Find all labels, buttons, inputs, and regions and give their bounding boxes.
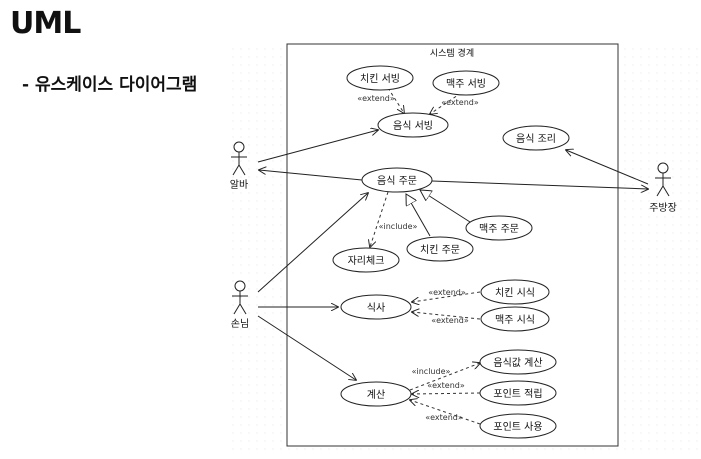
usecase-price-calc-label: 음식값 계산 bbox=[493, 357, 542, 369]
usecase-beer-serve bbox=[432, 70, 500, 96]
system-boundary-label: 시스템 경계 bbox=[430, 47, 474, 59]
assoc-order-alba bbox=[259, 170, 363, 181]
usecase-food-serve-label: 음식 서빙 bbox=[393, 120, 433, 132]
dep-pay-include bbox=[409, 363, 480, 391]
extend-label-chicken-eat: «extend» bbox=[428, 288, 466, 297]
usecase-chicken-serve bbox=[346, 65, 414, 91]
assoc-alba-food-serve bbox=[257, 130, 378, 163]
extend-label-beer-eat: «extend» bbox=[431, 316, 469, 325]
dep-beer-serve-extend bbox=[430, 92, 462, 114]
actor-alba-label: 알바 bbox=[230, 179, 248, 191]
usecase-food-serve bbox=[377, 112, 449, 138]
include-label-seat-check: «include» bbox=[379, 222, 418, 231]
dep-order-include bbox=[370, 191, 389, 247]
associations bbox=[257, 130, 649, 380]
usecase-cook bbox=[502, 125, 570, 151]
dependencies bbox=[370, 87, 481, 425]
usecase-beer-eat-label: 맥주 시식 bbox=[495, 314, 535, 326]
use-cases bbox=[332, 65, 570, 439]
usecase-point-save-label: 포인트 적립 bbox=[493, 387, 542, 400]
actor-guest bbox=[232, 280, 248, 315]
usecase-point-use-label: 포인트 사용 bbox=[493, 421, 542, 433]
include-label-price-calc: «include» bbox=[412, 367, 451, 376]
usecase-price-calc bbox=[479, 349, 557, 375]
actor-alba bbox=[231, 141, 247, 176]
page-title: UML bbox=[10, 6, 81, 41]
usecase-seat-check bbox=[332, 247, 400, 273]
actor-guest-label: 손님 bbox=[231, 318, 249, 330]
usecase-chicken-order-label: 치킨 주문 bbox=[420, 244, 460, 256]
dep-point-use-extend bbox=[410, 400, 481, 425]
usecase-pay bbox=[340, 381, 412, 407]
assoc-kitchen-cook bbox=[566, 150, 649, 185]
dep-beer-eat-extend bbox=[412, 312, 481, 320]
usecase-beer-serve-label: 맥주 서빙 bbox=[446, 78, 486, 90]
extend-label-point-use: «extend» bbox=[425, 413, 463, 422]
actor-kitchen-label: 주방장 bbox=[649, 202, 677, 214]
gen-chicken-order bbox=[406, 194, 431, 237]
assoc-order-kitchen bbox=[431, 180, 648, 189]
usecase-pay-label: 계산 bbox=[367, 389, 385, 401]
usecase-chicken-serve-label: 치킨 서빙 bbox=[360, 73, 400, 85]
usecase-beer-order bbox=[465, 215, 533, 241]
usecase-beer-eat bbox=[480, 306, 550, 332]
usecase-meal-label: 식사 bbox=[367, 302, 385, 314]
extend-label-chicken-serve: «extend» bbox=[357, 94, 395, 103]
extend-label-point-save: «extend» bbox=[427, 381, 465, 390]
usecase-point-save bbox=[479, 380, 557, 406]
usecase-seat-check-label: 자리체크 bbox=[348, 255, 385, 267]
generalizations bbox=[406, 190, 471, 237]
usecase-point-use bbox=[479, 413, 557, 439]
usecase-order bbox=[361, 167, 433, 193]
usecase-cook-label: 음식 조리 bbox=[516, 133, 556, 145]
assoc-guest-order bbox=[257, 193, 368, 293]
usecase-beer-order-label: 맥주 주문 bbox=[479, 223, 519, 235]
assoc-guest-pay bbox=[257, 315, 356, 380]
usecase-order-label: 음식 주문 bbox=[377, 175, 417, 187]
extend-label-beer-serve: «extend» bbox=[441, 98, 479, 107]
usecase-chicken-eat-label: 치킨 시식 bbox=[495, 287, 535, 299]
usecase-chicken-eat bbox=[480, 279, 550, 305]
page-subtitle: - 유스케이스 다이어그램 bbox=[22, 75, 198, 95]
usecase-chicken-order bbox=[406, 236, 474, 262]
usecase-meal bbox=[340, 294, 412, 320]
dep-point-save-extend bbox=[412, 393, 481, 394]
dep-chicken-serve-extend bbox=[387, 87, 404, 113]
gen-beer-order bbox=[420, 190, 471, 223]
actor-kitchen bbox=[655, 162, 671, 197]
